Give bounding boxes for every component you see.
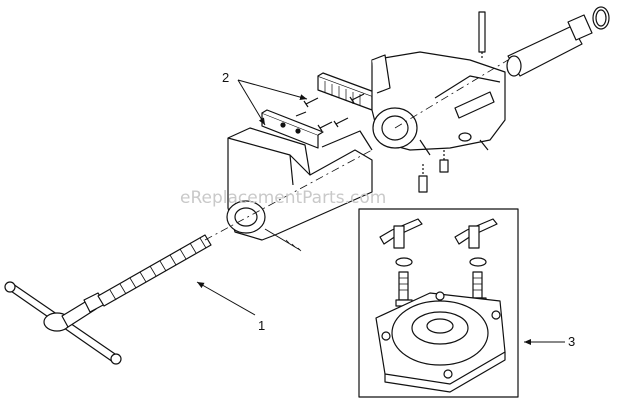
callout-1: 1 xyxy=(258,318,265,333)
body-pin xyxy=(478,11,486,60)
watermark: eReplacementParts.com xyxy=(180,188,386,208)
callout-3: 3 xyxy=(568,334,575,349)
front-jaw-insert xyxy=(261,109,324,149)
jaw-screws xyxy=(295,93,365,132)
assembly-centerline xyxy=(204,59,509,241)
main-screw xyxy=(97,234,212,307)
swivel-base xyxy=(375,291,506,393)
vise-body xyxy=(371,51,506,156)
lock-pins xyxy=(418,150,449,193)
spindle-nut xyxy=(506,14,593,77)
callout-2: 2 xyxy=(222,70,229,85)
callout-leaders xyxy=(196,79,565,345)
swivel-clamp-bolt-left xyxy=(379,218,423,307)
rear-jaw-insert xyxy=(317,72,378,111)
retaining-ring xyxy=(592,6,610,30)
front-jaw xyxy=(226,127,373,252)
